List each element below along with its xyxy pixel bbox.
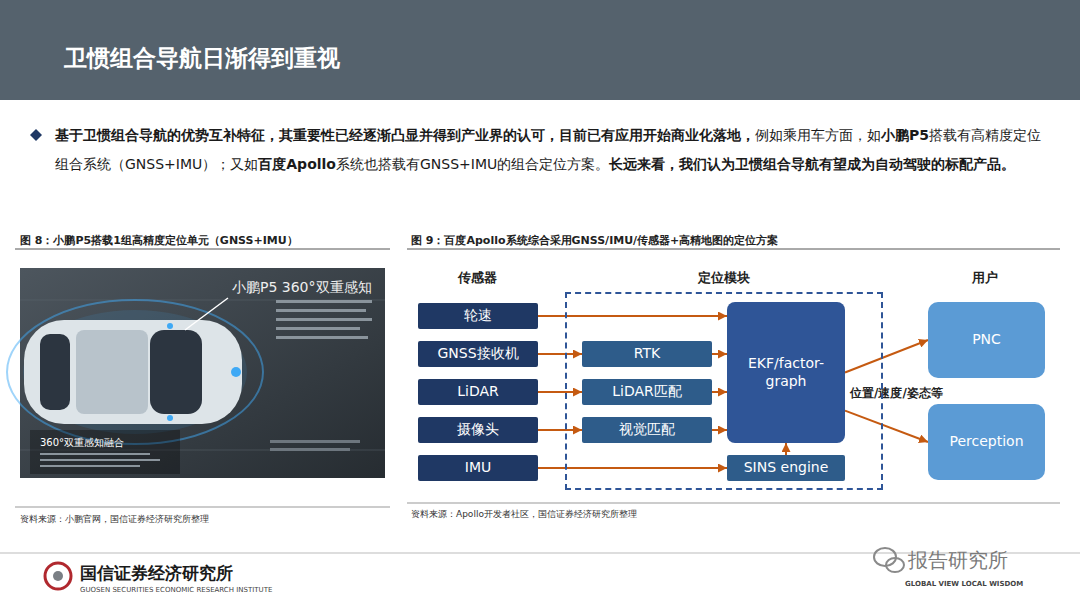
paragraph-text: 例如乘用车方面，如 <box>755 127 881 143</box>
process-box: 视觉匹配 <box>582 417 712 443</box>
paragraph-text: 基于卫惯组合导航的优势互补特征，其重要性已经逐渐凸显并得到产业界的认可，目前已有… <box>55 127 755 143</box>
sensor-box: 轮速 <box>418 303 538 329</box>
box-text: 轮速 <box>464 307 492 325</box>
paragraph-text: 系统也搭载有GNSS+IMU的组合定位方案。 <box>336 156 609 172</box>
box-text: PNC <box>972 331 1001 349</box>
box-text: GNSS接收机 <box>437 345 518 363</box>
process-box: SINS engine <box>727 455 845 481</box>
company-logo <box>45 563 71 589</box>
box-text: EKF/factor-graph <box>736 355 836 390</box>
module-heading: 定位模块 <box>567 269 881 287</box>
footer-logo-text: GUOSEN SECURITIES ECONOMIC RESEARCH INST… <box>80 586 272 594</box>
box-text: 摄像头 <box>457 421 499 439</box>
image-text: 小鹏P5 360°双重感知 <box>232 279 372 297</box>
process-box: LiDAR匹配 <box>582 379 712 405</box>
user-box: Perception <box>928 404 1045 480</box>
module-dashed-box: 定位模块RTKLiDAR匹配视觉匹配EKF/factor-graphSINS e… <box>565 292 883 490</box>
bullet-diamond <box>30 129 42 141</box>
source-note: 资料来源：小鹏官网，国信证券经济研究所整理 <box>20 513 209 526</box>
sensor-box: GNSS接收机 <box>418 341 538 367</box>
caption-rule <box>15 249 390 250</box>
footer-slogan: GLOBAL VIEW LOCAL WISDOM <box>905 580 1023 588</box>
source-rule <box>407 503 1060 504</box>
flow-arrow <box>712 353 727 355</box>
paragraph-text: 百度Apollo <box>258 156 336 172</box>
flow-arrow <box>712 391 727 393</box>
box-text: RTK <box>634 345 660 363</box>
source-note: 资料来源：Apollo开发者社区，国信证券经济研究所整理 <box>411 508 637 521</box>
box-text: LiDAR匹配 <box>612 383 682 401</box>
paragraph-text: 长远来看，我们认为卫惯组合导航有望成为自动驾驶的标配产品。 <box>609 156 1015 172</box>
flow-arrow <box>845 411 928 442</box>
footer-logo-text: 国信证券经济研究所 <box>80 562 233 585</box>
box-text: 视觉匹配 <box>619 421 675 439</box>
sensor-box: IMU <box>418 455 538 481</box>
output-label: 位置/速度/姿态等 <box>848 385 945 402</box>
fusion-box: EKF/factor-graph <box>727 302 845 443</box>
wechat-icon <box>874 548 904 572</box>
image-text: 360°双重感知融合 <box>40 436 124 450</box>
column-header: 用户 <box>972 269 998 287</box>
car-illustration <box>7 268 385 478</box>
layout-spacer <box>565 292 883 490</box>
flow-arrow <box>785 443 787 455</box>
box-text: Perception <box>949 433 1023 451</box>
figure-caption: 图 8：小鹏P5搭载1组高精度定位单元（GNSS+IMU） <box>20 233 298 248</box>
flow-arrow <box>538 429 582 431</box>
bullet-paragraph: 基于卫惯组合导航的优势互补特征，其重要性已经逐渐凸显并得到产业界的认可，目前已有… <box>55 121 1045 179</box>
flow-arrow <box>712 429 727 431</box>
header-band <box>0 0 1080 100</box>
flow-arrow <box>538 391 582 393</box>
box-text: IMU <box>465 459 491 477</box>
sensor-box: 摄像头 <box>418 417 538 443</box>
watermark: 报告研究所 <box>908 547 1008 574</box>
sensor-box: LiDAR <box>418 379 538 405</box>
paragraph-text: 小鹏P5 <box>881 127 929 143</box>
user-box: PNC <box>928 302 1045 378</box>
box-text: SINS engine <box>744 459 829 477</box>
flow-arrow <box>538 353 582 355</box>
flow-arrow <box>845 340 928 373</box>
box-text: LiDAR <box>457 383 499 401</box>
source-rule <box>15 507 390 508</box>
figure-caption: 图 9：百度Apollo系统综合采用GNSS/IMU/传感器+高精地图的定位方案 <box>411 233 778 248</box>
slide-title: 卫惯组合导航日渐得到重视 <box>64 43 340 74</box>
caption-rule <box>407 249 1060 250</box>
column-header: 传感器 <box>458 269 497 287</box>
process-box: RTK <box>582 341 712 367</box>
